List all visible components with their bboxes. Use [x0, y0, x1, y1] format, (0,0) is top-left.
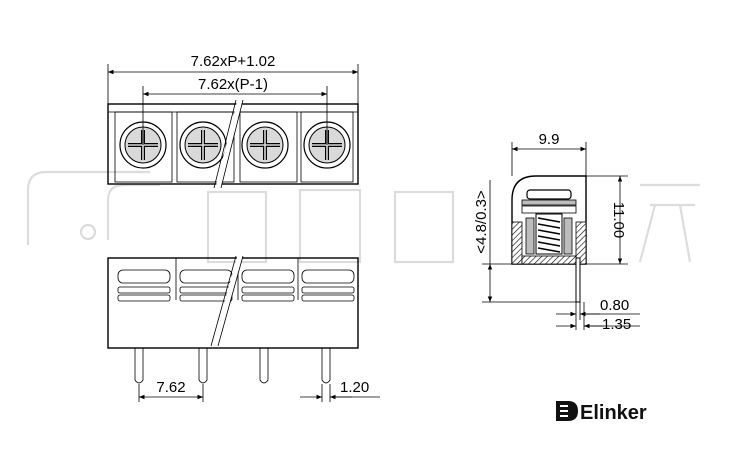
side-height-label: 11.00 — [610, 202, 627, 238]
overall-width-dimension: 7.62xP+1.02 — [107, 53, 359, 104]
side-width-label: 9.9 — [539, 131, 560, 148]
screw-2 — [179, 121, 227, 169]
clamp-3 — [241, 269, 295, 302]
brand-logo: Elinker — [556, 401, 647, 424]
front-top-view — [107, 99, 359, 189]
pin-pitch-dimension: 1.35 — [556, 316, 640, 333]
clamp-2 — [179, 269, 233, 302]
side-view — [511, 175, 587, 303]
brand-name: Elinker — [580, 402, 647, 424]
pin-length-dimension: <4.8/0.3> — [473, 180, 576, 303]
overall-width-label: 7.62xP+1.02 — [191, 53, 276, 70]
pin-thickness-dimension: 0.80 — [556, 297, 640, 330]
elinker-logo-icon — [556, 401, 578, 421]
pitch-dimension: 7.62 — [138, 379, 204, 402]
side-width-dimension: 9.9 — [511, 131, 587, 176]
clamp-1 — [117, 269, 171, 302]
background-watermark — [26, 170, 700, 264]
side-height-dimension: 11.00 — [586, 175, 628, 265]
screw-3 — [241, 121, 289, 169]
pin-width-label: 1.20 — [340, 379, 369, 396]
pins — [134, 348, 331, 384]
pin-length-label: <4.8/0.3> — [473, 190, 490, 254]
pin-pitch-label: 1.35 — [602, 316, 631, 333]
screw-thread — [537, 217, 561, 253]
pitch-label: 7.62 — [156, 379, 185, 396]
pin-thickness-label: 0.80 — [600, 297, 629, 314]
pitch-span-label: 7.62x(P-1) — [198, 76, 268, 93]
pin-width-dimension: 1.20 — [300, 379, 380, 402]
pitch-span-dimension: 7.62x(P-1) — [142, 76, 328, 145]
front-bottom-view — [107, 255, 359, 384]
clamp-4 — [301, 269, 355, 302]
